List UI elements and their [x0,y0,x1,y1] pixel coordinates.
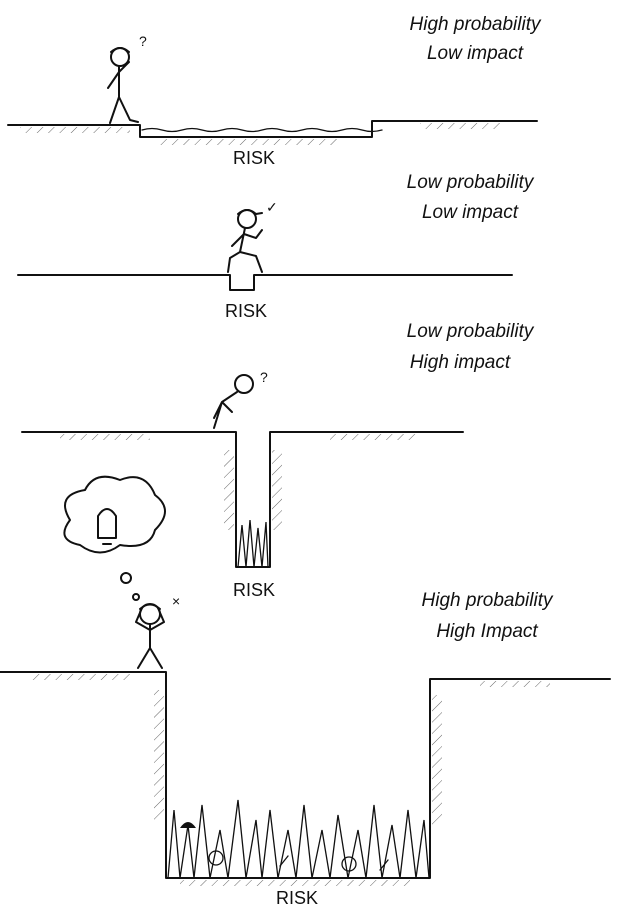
stick-figure-icon [135,603,165,669]
scene-1-label-line2: Low impact [427,43,524,64]
shaft-hatching [272,450,282,530]
scene-high-prob-high-impact: High probability High Impact RISK × [0,475,611,908]
ground-hatching [180,880,410,886]
spikes-icon [167,799,430,879]
ground-hatching [160,139,340,145]
spikes-icon [237,519,269,568]
scene-2-label-line1: Low probability [407,172,535,193]
scene-high-prob-low-impact: High probability Low impact RISK ? [7,14,542,168]
scene-1-label-line1: High probability [410,14,542,35]
skull-icon [208,850,357,872]
ground-with-deep-shaft [21,431,464,568]
risk-label: RISK [276,888,318,908]
cross-mark: × [172,593,180,609]
ground-with-small-hole [17,274,513,291]
scene-low-prob-low-impact: Low probability Low impact RISK ✓ [17,172,535,321]
bone-icon [279,855,389,871]
risk-label: RISK [233,148,275,168]
ground-hatching [30,674,130,680]
risk-label: RISK [233,580,275,600]
thought-cloud-icon [63,475,166,601]
pit-hatching [154,690,164,820]
scene-3-label-line2: High impact [410,352,511,373]
ground-hatching [330,434,420,440]
checkmark: ✓ [266,199,278,215]
ground-hatching [20,127,130,133]
scene-3-label-line1: Low probability [407,321,535,342]
question-mark: ? [139,33,147,49]
pit-hatching [432,695,442,825]
ground-with-huge-pit [0,671,611,879]
ground-hatching [480,681,550,687]
scene-4-label-line1: High probability [422,590,554,611]
shaft-hatching [224,450,234,530]
stick-figure-icon [227,209,263,273]
water-surface [141,127,383,133]
scene-low-prob-high-impact: Low probability High impact RISK ? [21,321,535,600]
scene-2-label-line2: Low impact [422,202,519,223]
helmet-icon [180,822,196,828]
stick-figure-icon [213,374,254,429]
ground-hatching [420,123,500,129]
stick-figure-icon [107,47,139,124]
ground-hatching [60,434,150,440]
risk-label: RISK [225,301,267,321]
scene-4-label-line2: High Impact [436,621,538,642]
question-mark: ? [260,369,268,385]
ground-with-shallow-pit [7,120,538,138]
